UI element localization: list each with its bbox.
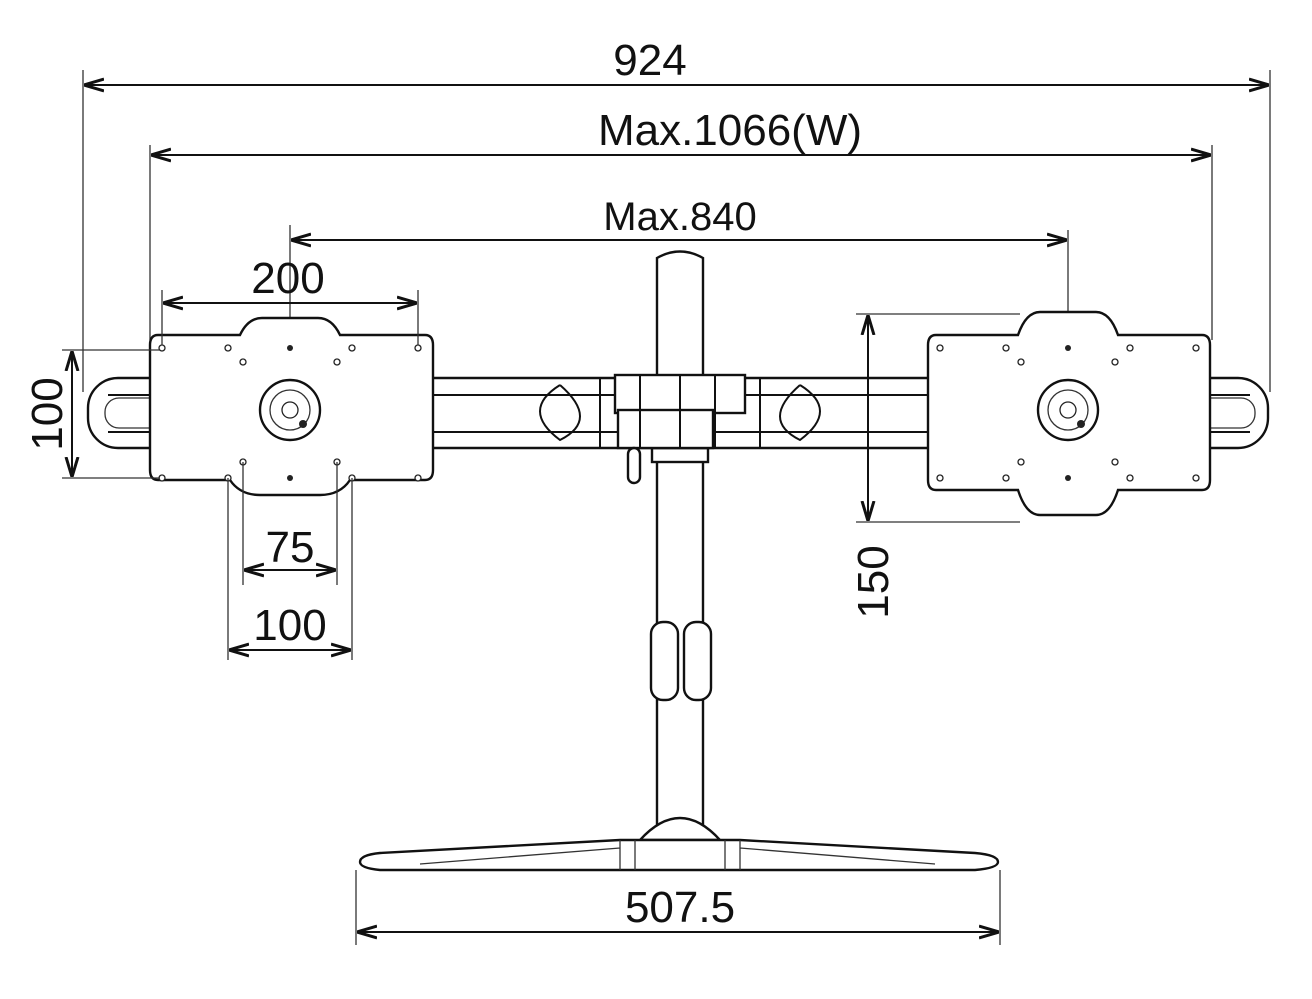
cable-clip-right [682,620,713,702]
dimension-base-width: 507.5 [355,870,1001,945]
label-vesa-200: 200 [251,254,324,303]
label-vesa-75: 75 [266,523,315,572]
base [358,816,1000,872]
label-vesa-150: 150 [849,545,898,618]
dimension-vesa-100-horizontal: 100 [227,478,353,660]
label-vesa-100-horizontal: 100 [253,601,326,650]
mounting-holes [936,344,1200,482]
dimension-vesa-75: 75 [242,462,338,585]
left-vesa-plate [148,316,435,497]
dimension-vesa-200: 200 [161,254,419,345]
dimension-vesa-100-vertical: 100 [23,349,160,479]
label-overall-width: 924 [613,36,686,85]
mounting-holes [158,344,422,482]
dimension-max-width: Max.1066(W) [149,106,1213,340]
label-vesa-100-vertical: 100 [23,377,72,450]
dimension-vesa-150: 150 [849,313,1020,619]
cable-clip-left [649,620,680,702]
pole [649,250,713,832]
label-center-distance: Max.840 [603,195,756,239]
right-vesa-plate [926,310,1212,517]
label-base-width: 507.5 [625,883,735,932]
label-max-width: Max.1066(W) [598,106,862,155]
dimension-overall-width: 924 [82,36,1271,392]
